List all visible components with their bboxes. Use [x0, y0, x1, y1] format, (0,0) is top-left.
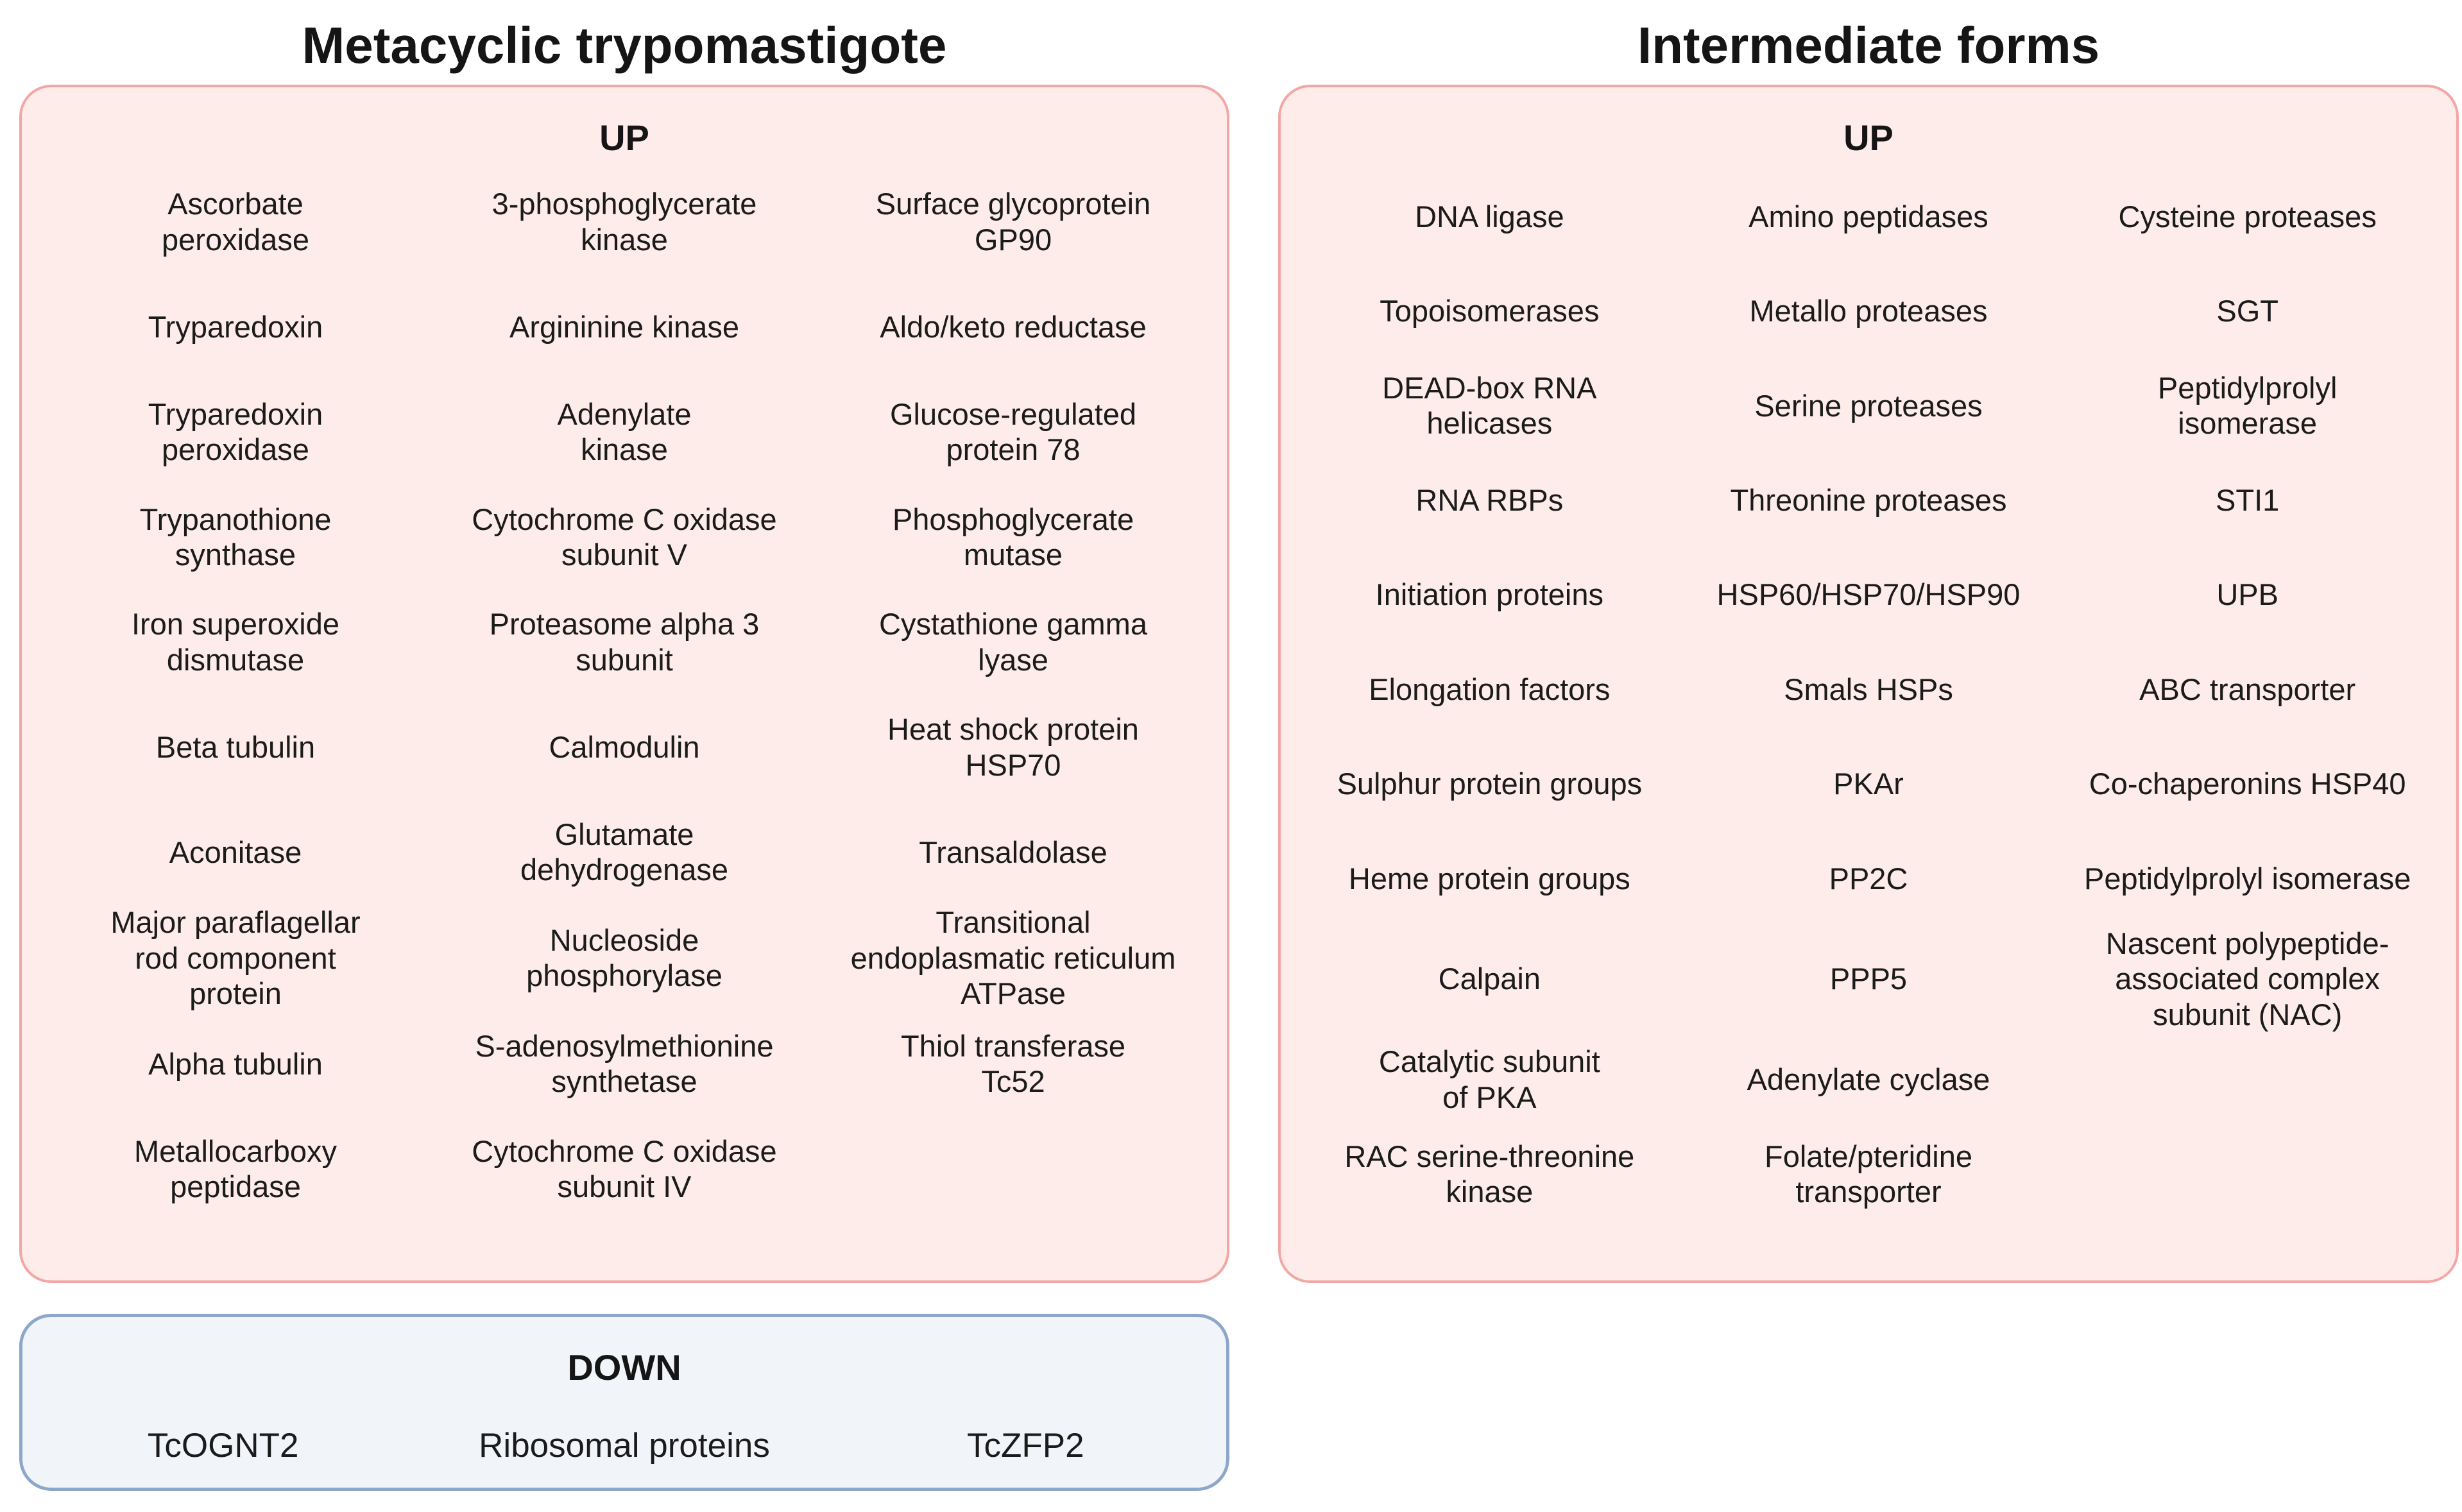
protein-item: Surface glycoprotein GP90: [875, 187, 1151, 257]
protein-item: Aconitase: [169, 835, 302, 869]
protein-item: Heat shock protein HSP70: [887, 712, 1139, 782]
protein-item: Nucleoside phosphorylase: [526, 922, 722, 993]
protein-item: Tryparedoxin peroxidase: [148, 396, 323, 467]
protein-item: Adenylate kinase: [557, 396, 692, 467]
protein-item: Topoisomerases: [1380, 294, 1600, 328]
metacyclic-trypomastigote-panel: Metacyclic trypomastigote UP Ascorbate p…: [19, 8, 1229, 1491]
protein-item: TcZFP2: [967, 1426, 1084, 1465]
protein-item: Serine proteases: [1754, 388, 1983, 423]
protein-item: Aldo/keto reductase: [880, 309, 1147, 344]
protein-item: Cystathione gamma lyase: [879, 607, 1147, 677]
protein-item: PP2C: [1829, 861, 1908, 896]
protein-item: Metallo proteases: [1749, 294, 1988, 328]
protein-item: Cytochrome C oxidase subunit IV: [472, 1134, 777, 1204]
protein-item: Phosphoglycerate mutase: [892, 502, 1134, 572]
protein-item: TcOGNT2: [147, 1426, 299, 1465]
protein-item: Catalytic subunit of PKA: [1378, 1044, 1600, 1114]
protein-item: Thiol transferase Tc52: [900, 1028, 1126, 1099]
up-grid-left: Ascorbate peroxidase Tryparedoxin Trypar…: [22, 163, 1227, 1247]
protein-item: Adenylate cyclase: [1747, 1062, 1990, 1097]
page-title-right: Intermediate forms: [1637, 17, 2100, 74]
protein-item: Co-chaperonins HSP40: [2089, 767, 2406, 801]
protein-item: Transaldolase: [919, 835, 1107, 869]
protein-item: Glucose-regulated protein 78: [889, 396, 1137, 467]
protein-item: HSP60/HSP70/HSP90: [1716, 577, 2021, 612]
protein-item: [2058, 1127, 2437, 1221]
protein-item: Iron superoxide dismutase: [132, 607, 339, 677]
intermediate-forms-panel: Intermediate forms UP DNA ligase Topoiso…: [1278, 8, 2459, 1283]
protein-item: Cysteine proteases: [2118, 199, 2377, 234]
protein-item: PPP5: [1829, 962, 1908, 996]
protein-item: ABC transporter: [2139, 672, 2356, 706]
protein-item: PKAr: [1833, 767, 1904, 801]
protein-item: Trypanothione synthase: [139, 502, 332, 572]
protein-item: Heme protein groups: [1348, 861, 1630, 896]
protein-item: STI1: [2216, 483, 2280, 518]
protein-item: Major paraflagellar rod component protei…: [110, 905, 361, 1011]
down-grid: TcOGNT2 Ribosomal proteins TcZFP2: [22, 1404, 1226, 1488]
protein-item: RAC serine-threonine kinase: [1344, 1139, 1635, 1209]
protein-item: SGT: [2216, 294, 2278, 328]
protein-item: Metallocarboxy peptidase: [133, 1134, 338, 1204]
protein-item: Glutamate dehydrogenase: [520, 817, 729, 887]
protein-item: DNA ligase: [1415, 199, 1564, 234]
protein-item: 3-phosphoglycerate kinase: [492, 187, 757, 257]
up-label-right: UP: [1843, 117, 1894, 158]
protein-item: Argininine kinase: [509, 309, 739, 344]
up-grid-right: DNA ligase Topoisomerases DEAD-box RNA h…: [1281, 163, 2456, 1247]
up-box-left: UP Ascorbate peroxidase Tryparedoxin Try…: [19, 85, 1229, 1283]
protein-item: Beta tubulin: [155, 729, 316, 764]
page-title-left: Metacyclic trypomastigote: [302, 17, 947, 74]
protein-item: Elongation factors: [1369, 672, 1611, 706]
protein-item: Initiation proteins: [1375, 577, 1603, 612]
protein-item: S-adenosylmethionine synthetase: [475, 1028, 774, 1099]
up-box-right: UP DNA ligase Topoisomerases DEAD-box RN…: [1278, 85, 2459, 1283]
protein-item: Proteasome alpha 3 subunit: [489, 607, 760, 677]
down-box: DOWN TcOGNT2 Ribosomal proteins TcZFP2: [19, 1314, 1229, 1491]
protein-item: Folate/pteridine transporter: [1765, 1139, 1972, 1209]
protein-item: [2058, 1032, 2437, 1126]
up-label-left: UP: [599, 117, 649, 158]
protein-item: Smals HSPs: [1784, 672, 1953, 706]
protein-item: Ascorbate peroxidase: [162, 187, 309, 257]
protein-item: Tryparedoxin: [148, 309, 323, 344]
protein-item: [819, 1116, 1208, 1221]
protein-item: Ribosomal proteins: [479, 1426, 770, 1465]
protein-item: Peptidylprolyl isomerase: [2083, 861, 2411, 896]
protein-item: Threonine proteases: [1730, 483, 2007, 518]
protein-item: RNA RBPs: [1415, 483, 1564, 518]
protein-item: Amino peptidases: [1748, 199, 1988, 234]
protein-item: Alpha tubulin: [148, 1046, 323, 1081]
protein-item: Calmodulin: [549, 729, 700, 764]
protein-item: Cytochrome C oxidase subunit V: [472, 502, 777, 572]
protein-item: Transitional endoplasmatic reticulum ATP…: [850, 905, 1176, 1011]
protein-item: Nascent polypeptide- associated complex …: [2105, 926, 2389, 1032]
down-label: DOWN: [567, 1347, 681, 1388]
protein-item: Calpain: [1438, 962, 1541, 996]
protein-item: Sulphur protein groups: [1337, 767, 1643, 801]
protein-item: UPB: [2216, 577, 2278, 612]
protein-item: DEAD-box RNA helicases: [1382, 370, 1597, 441]
protein-item: Peptidylprolyl isomerase: [2157, 370, 2338, 441]
